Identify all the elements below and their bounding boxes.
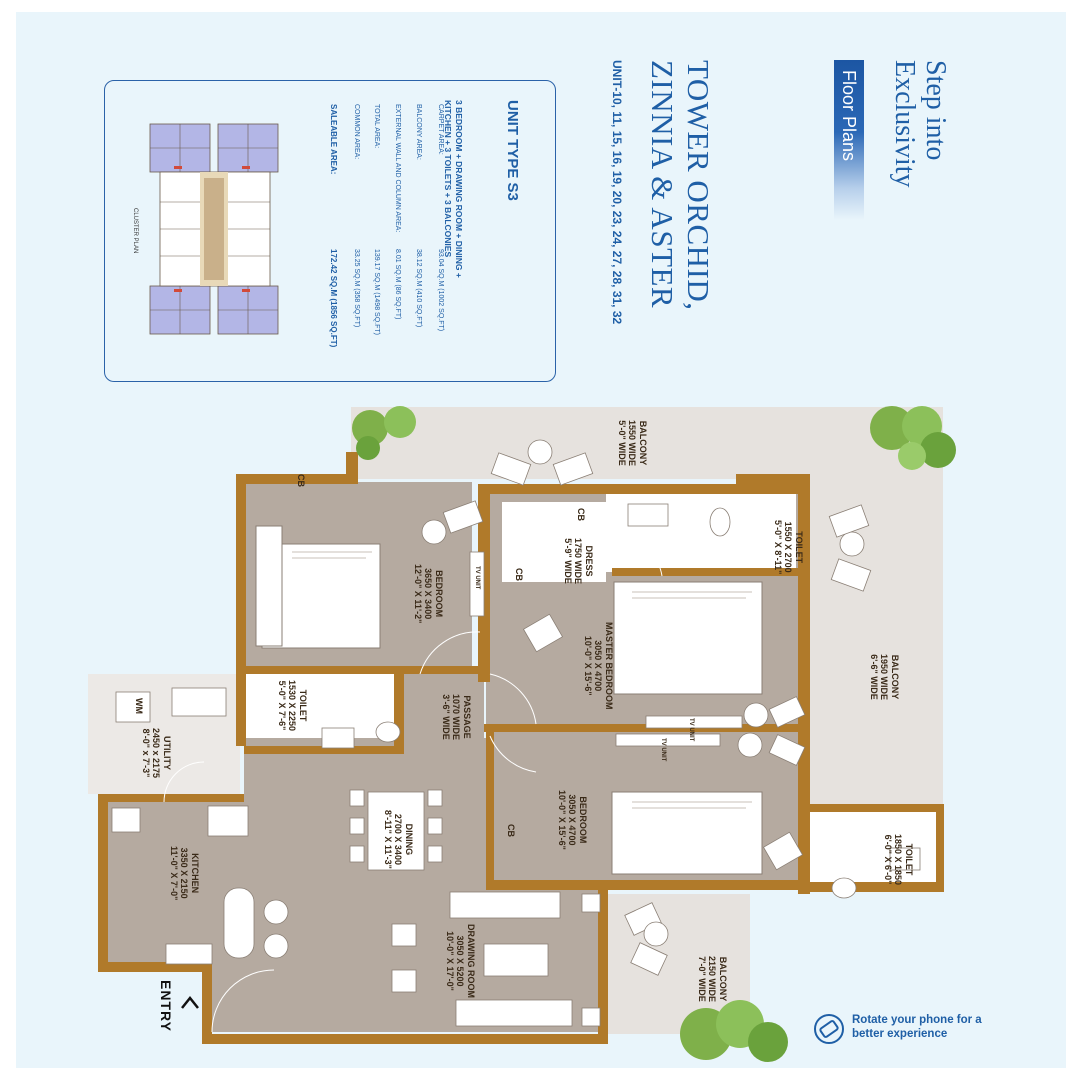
tv-unit-1-label: TV UNIT: [474, 566, 480, 590]
cb-dress-label: CB: [576, 508, 586, 521]
rotate-phone-text: Rotate your phone for a better experienc…: [852, 1014, 982, 1040]
kitchen-label: KITCHEN 3350 X 2150 11'-0" X 7'-0": [169, 846, 200, 901]
dress-floor: [502, 502, 606, 582]
unit-info-card: [104, 80, 556, 382]
rotate-phone-icon: [814, 1014, 844, 1044]
balcony-right-area: [808, 407, 943, 807]
toilet-3-label: TOILET 1850 X 1850 6'-0" X 6'-0": [883, 834, 914, 886]
rotate-phone-hint: Rotate your phone for a better experienc…: [812, 1012, 1002, 1046]
bedroom-2-label: BEDROOM 3050 X 4700 10'-0" X 15'-6": [557, 790, 588, 850]
master-bedroom-label: MASTER BEDROOM 3050 X 4700 10'-0" X 15'-…: [583, 622, 614, 710]
toilet-1-label: TOILET 1550 X 2700 5'-0" X 8'-11": [773, 520, 804, 575]
wm-label: WM: [134, 698, 144, 714]
passage-label: PASSAGE 1070 WIDE 3'-6" WIDE: [441, 694, 472, 741]
tree-decorations: [352, 406, 956, 1062]
entry-label: ENTRY: [158, 980, 174, 1032]
balcony-top-label: BALCONY 1550 WIDE 5'-0" WIDE: [617, 420, 648, 467]
dining-label: DINING 2700 X 3400 8'-11" X 11'-3": [383, 810, 414, 869]
dining-floor: [244, 738, 490, 886]
bedroom-1-label: BEDROOM 3650 X 3400 12'-0" X 11'-2": [413, 564, 444, 624]
passage-floor: [404, 672, 484, 738]
floor-plan-drawing: [88, 406, 956, 1062]
balcony-bottom-label: BALCONY 2150 WIDE 7'-0" WIDE: [697, 956, 728, 1003]
balcony-right-label: BALCONY 1950 WIDE 6'-6" WIDE: [869, 654, 900, 701]
cb-top-label: CB: [296, 474, 306, 487]
entry-arrow-icon: [181, 995, 199, 1009]
floor-plan-page: Step into Exclusivity Floor Plans TOWER …: [16, 12, 1066, 1068]
cluster-plan-image: [149, 123, 279, 335]
utility-label: UTILITY 2450 x 2175 8'-0" x 7'-3": [141, 728, 172, 779]
drawing-room-label: DRAWING ROOM 3050 X 5200 10'-0" X 17'-0": [445, 924, 476, 998]
cb-side-label: CB: [514, 568, 524, 581]
toilet-2-label: TOILET 1530 X 2250 5'-0" X 7'-6": [277, 680, 308, 732]
tv-unit-2-label: TV UNIT: [688, 718, 694, 742]
tv-unit-3-label: TV UNIT: [660, 738, 666, 762]
cb-bed2-label: CB: [506, 824, 516, 837]
dress-label: DRESS 1750 WIDE 5'-9" WIDE: [563, 538, 594, 585]
